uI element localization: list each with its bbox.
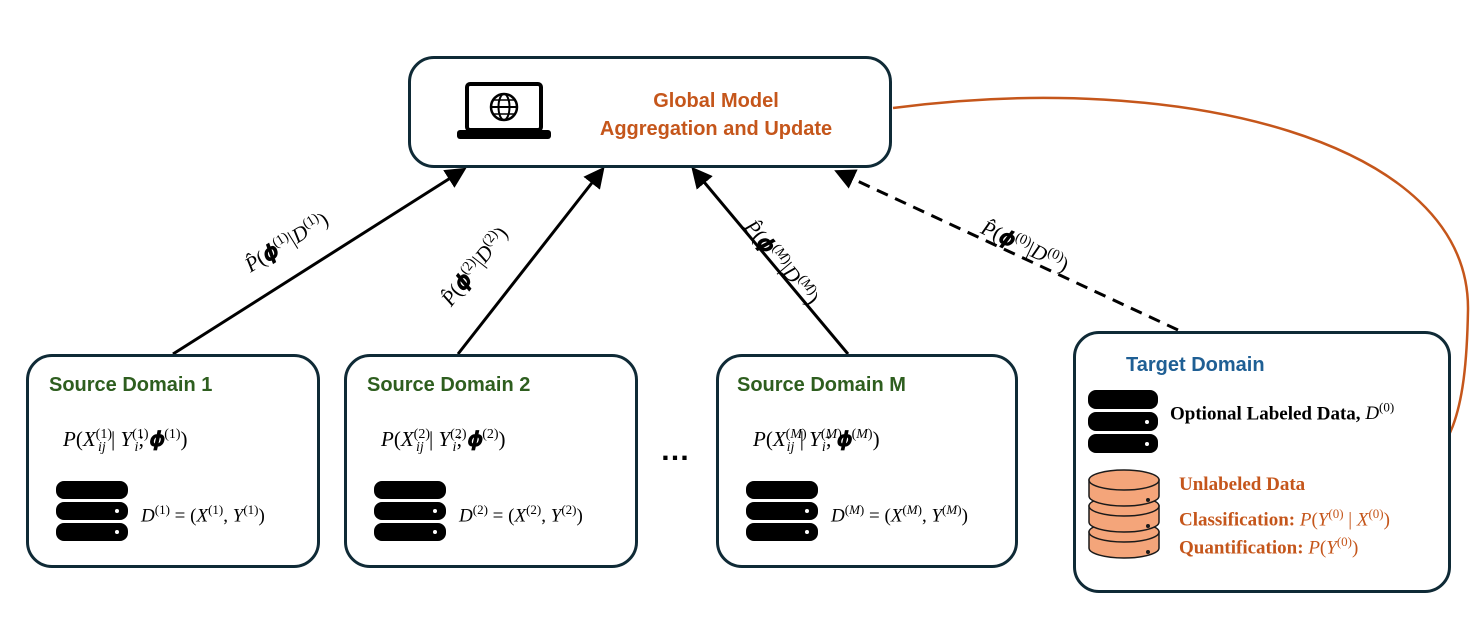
arrow-source2-to-global (456, 166, 605, 355)
target-optional-labeled-data: Optional Labeled Data, D(0) (1170, 400, 1395, 425)
laptop-globe-icon (457, 82, 551, 139)
arrow-target-to-global (834, 169, 1179, 332)
database-icon (1088, 390, 1158, 453)
target-classification: Classification: P(Y(0) | X(0)) (1179, 506, 1390, 531)
source-domain-m-dataset: D(M) = (X(M), Y(M)) (831, 502, 968, 527)
source-domain-m-box: Source Domain M P(X(M)ij | Y(M)i; 𝝓(M)) … (716, 354, 1018, 568)
database-icon (374, 481, 446, 541)
database-icon (746, 481, 818, 541)
target-domain-title: Target Domain (1126, 354, 1265, 376)
source-domain-1-dataset: D(1) = (X(1), Y(1)) (141, 502, 265, 527)
target-quantification: Quantification: P(Y(0)) (1179, 534, 1359, 559)
source-domain-1-title: Source Domain 1 (49, 374, 213, 396)
global-model-box: Global Model Aggregation and Update (408, 56, 892, 168)
source-domain-2-title: Source Domain 2 (367, 374, 531, 396)
target-unlabeled-data: Unlabeled Data (1179, 474, 1306, 495)
arrow-sourceM-to-global (691, 166, 850, 355)
database-orange-icon (1088, 469, 1160, 559)
arrow-source1-to-global (172, 167, 467, 356)
source-domain-1-box: Source Domain 1 P(X(1)ij | Y(1)i; 𝝓(1)) … (26, 354, 320, 568)
database-icon (56, 481, 128, 541)
ellipsis: … (660, 434, 690, 467)
source-domain-m-title: Source Domain M (737, 374, 906, 396)
source-domain-1-likelihood: P(X(1)ij | Y(1)i; 𝝓(1)) (63, 427, 188, 456)
source-domain-2-likelihood: P(X(2)ij | Y(2)i; 𝝓(2)) (381, 427, 506, 456)
source-domain-m-likelihood: P(X(M)ij | Y(M)i; 𝝓(M)) (753, 427, 880, 456)
global-model-title: Global Model Aggregation and Update (599, 90, 833, 140)
target-domain-box: Target Domain Optional Labeled Data, D(0… (1073, 331, 1451, 593)
source-domain-2-box: Source Domain 2 P(X(2)ij | Y(2)i; 𝝓(2)) … (344, 354, 638, 568)
source-domain-2-dataset: D(2) = (X(2), Y(2)) (459, 502, 583, 527)
